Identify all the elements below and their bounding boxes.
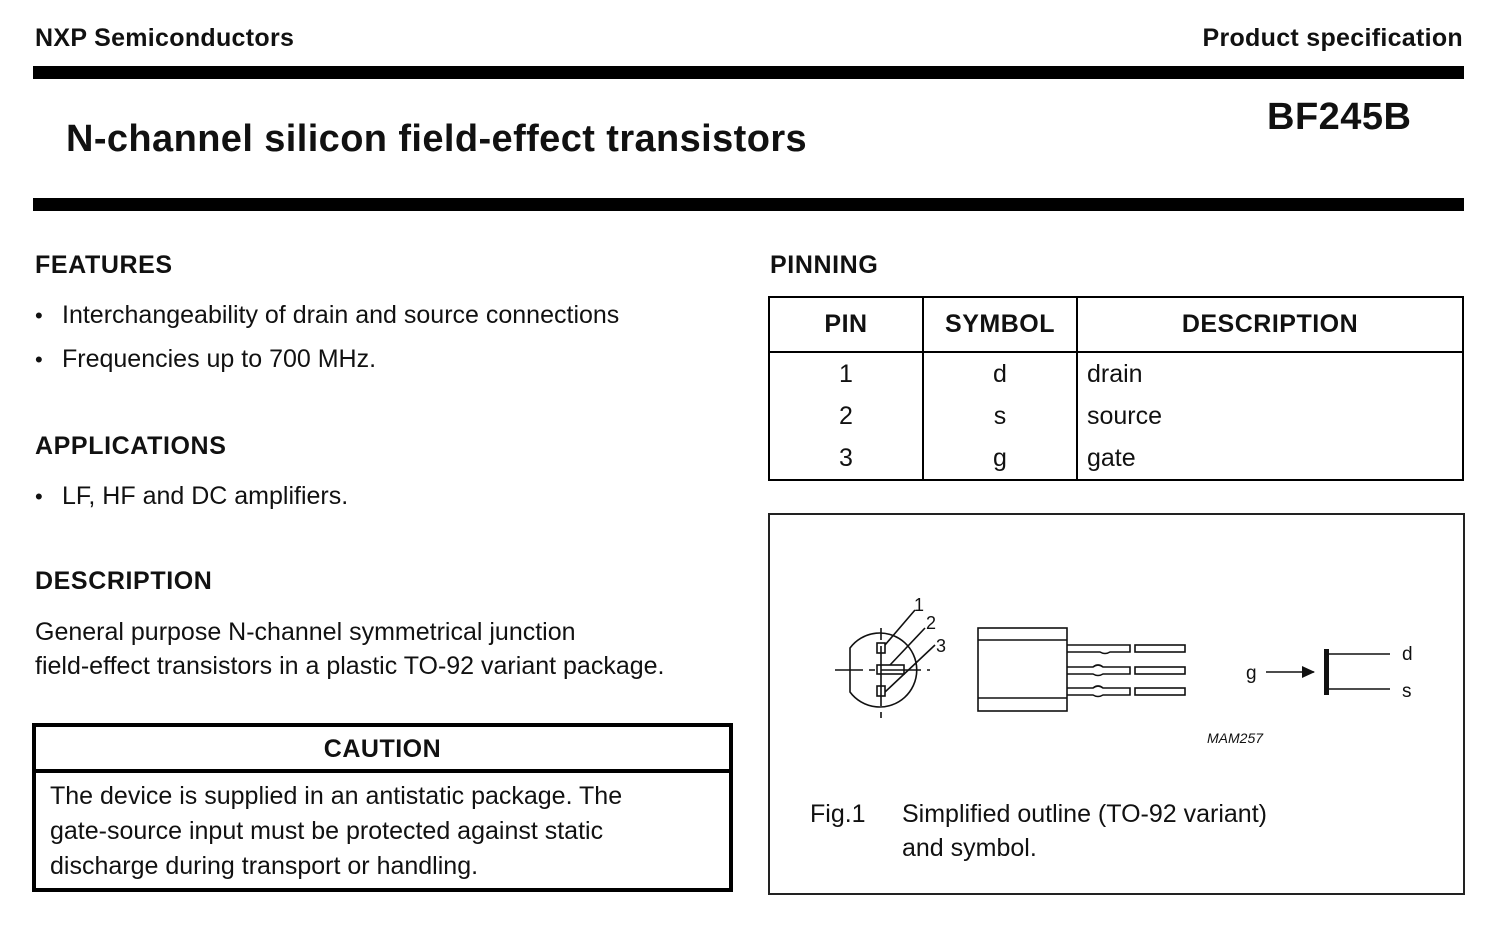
symbol-cell: s	[922, 395, 1078, 437]
column-header-pin: PIN	[768, 296, 924, 353]
bullet-icon: •	[35, 303, 43, 328]
svg-text:s: s	[1402, 681, 1412, 702]
features-heading: FEATURES	[35, 251, 173, 279]
pin-cell: 2	[768, 395, 924, 437]
top-rule	[33, 66, 1464, 79]
svg-text:g: g	[1246, 663, 1257, 684]
jfet-symbol-icon: g d s	[1246, 644, 1413, 702]
page-title: N-channel silicon field-effect transisto…	[66, 118, 808, 160]
applications-heading: APPLICATIONS	[35, 432, 227, 460]
table-header-row: PIN SYMBOL DESCRIPTION	[768, 296, 1464, 353]
caution-box: CAUTION The device is supplied in an ant…	[32, 723, 733, 892]
package-side-view-icon	[977, 627, 1186, 712]
svg-text:2: 2	[926, 613, 936, 633]
document-type: Product specification	[1202, 24, 1463, 52]
caution-text: The device is supplied in an antistatic …	[50, 782, 623, 880]
table-row: 3 g gate	[768, 437, 1464, 481]
pin-cell: 3	[768, 437, 924, 481]
title-rule	[33, 198, 1464, 211]
feature-item: • Frequencies up to 700 MHz.	[35, 345, 377, 373]
svg-text:d: d	[1402, 644, 1413, 665]
symbol-cell: d	[922, 352, 1078, 395]
column-header-symbol: SYMBOL	[922, 296, 1078, 353]
bullet-icon: •	[35, 484, 43, 509]
part-number: BF245B	[1267, 96, 1412, 138]
svg-text:1: 1	[914, 595, 924, 615]
svg-text:3: 3	[936, 636, 946, 656]
figure-number: Fig.1	[810, 800, 866, 828]
table-row: 2 s source	[768, 395, 1464, 437]
description-text: General purpose N-channel symmetrical ju…	[35, 618, 665, 680]
description-cell: source	[1076, 395, 1464, 437]
package-bottom-view-icon: 1 2 3	[835, 595, 946, 718]
caution-heading: CAUTION	[36, 727, 729, 773]
pinning-table: PIN SYMBOL DESCRIPTION 1 d drain 2 s sou…	[768, 296, 1464, 481]
table-row: 1 d drain	[768, 352, 1464, 395]
symbol-cell: g	[922, 437, 1078, 481]
description-cell: gate	[1076, 437, 1464, 481]
figure-code: MAM257	[1207, 730, 1264, 746]
pin-cell: 1	[768, 352, 924, 395]
company-name: NXP Semiconductors	[35, 24, 295, 52]
pinning-heading: PINNING	[770, 251, 879, 279]
figure-caption: Fig.1 Simplified outline (TO-92 variant)…	[810, 797, 1267, 865]
description-cell: drain	[1076, 352, 1464, 395]
bullet-icon: •	[35, 347, 43, 372]
description-heading: DESCRIPTION	[35, 567, 213, 595]
application-item: • LF, HF and DC amplifiers.	[35, 482, 349, 510]
feature-item: • Interchangeability of drain and source…	[35, 301, 620, 329]
column-header-description: DESCRIPTION	[1076, 296, 1464, 353]
figure-box	[768, 513, 1465, 895]
